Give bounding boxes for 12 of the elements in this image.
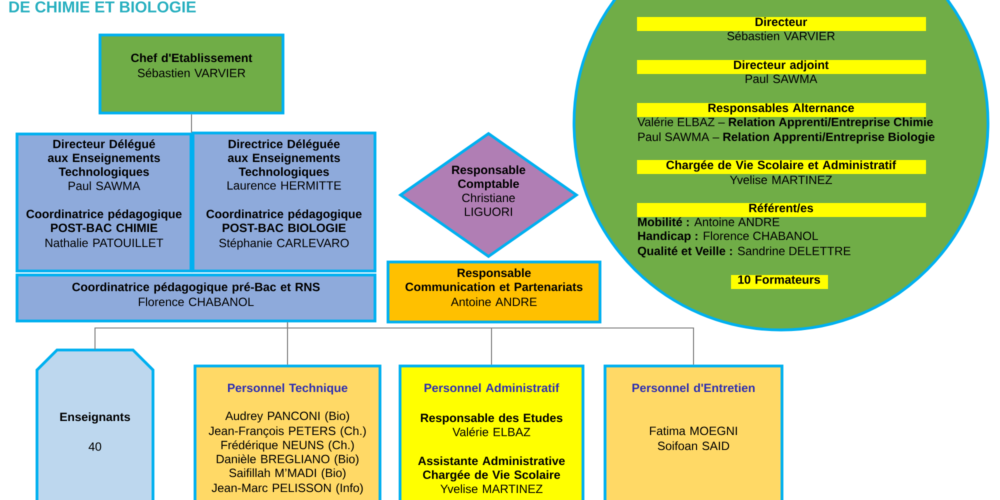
role-box: Responsable Communication et Partenariats Antoine ANDRE [386,260,602,324]
staff-box: Personnel Administratif Responsable des Etudes Valérie ELBAZ Assistante Administrative Chargée de Vie Scolaire Yvelise MARTINEZ [398,364,584,500]
role-box: Coordinatrice pédagogique pré-Bac et RNS Florence CHABANOL [16,274,376,322]
staff-box: Personnel d'Entretien Fatima MOEGNI Soifoan SAID [604,364,784,500]
heading-text: DE CHIMIE ET BIOLOGIE [9,1,196,13]
role-box: Directeur Délégué aux Enseignements Technologiques Paul SAWMA Coordinatrice pédagogique POST-BAC CHIMIE Nathalie PATOUILLET [16,132,192,272]
staff-box: Enseignants 40 [36,348,154,500]
connector-line [190,114,192,133]
role-box: Directrice Déléguée aux Enseignements Technologiques Laurence HERMITTE Coordinatrice pédagogique POST-BAC BIOLOGIE Stéphanie CARLEVARO [192,132,376,272]
staff-box: Personnel Technique Audrey PANCONI (Bio) Jean-François PETERS (Ch.) Frédérique NEUNS (Ch.) Danièle BREGLIANO (Bio) Saifillah M’MADI (Bio) Jean-Marc PELISSON (Info) [194,364,382,500]
connector-line [286,322,694,365]
role-box: Chef d'Etablissement Sébastien VARVIER [98,34,284,114]
